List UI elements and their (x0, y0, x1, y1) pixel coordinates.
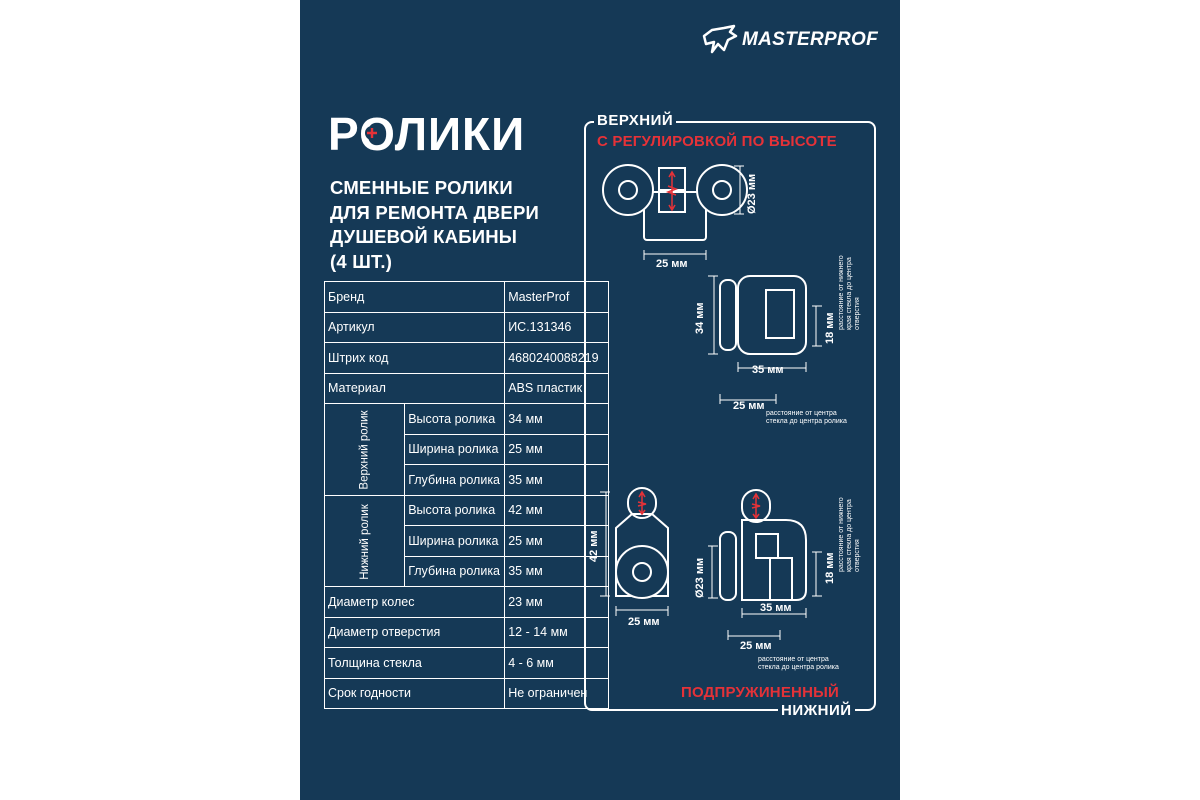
bottom-edge-note: расстояние от нижнего края стекла до цен… (838, 497, 861, 572)
table-row: Ширина ролика 25 мм (325, 525, 610, 557)
subtitle-line: ДУШЕВОЙ КАБИНЫ (330, 226, 518, 247)
top-depth-dim: 35 мм (752, 364, 784, 376)
spec-label: Глубина ролика (404, 555, 506, 587)
top-roller-label: ВЕРХНИЙ (594, 112, 677, 129)
bottom-roller-label: НИЖНИЙ (778, 702, 855, 719)
bottom-side-block (769, 557, 793, 601)
bottom-front-body (615, 513, 669, 597)
spec-value: ИС.131346 (504, 311, 610, 343)
spec-label: Диаметр отверстия (323, 616, 506, 648)
spec-label: Бренд (323, 281, 506, 313)
top-edge-note: расстояние от нижнего края стекла до цен… (838, 255, 861, 330)
subtitle: СМЕННЫЕ РОЛИКИ ДЛЯ РЕМОНТА ДВЕРИ ДУШЕВОЙ… (330, 176, 560, 274)
bottom-width-dim: 25 мм (628, 616, 660, 628)
table-row: Бренд MasterProf (323, 281, 610, 313)
top-front-hub-right (712, 180, 732, 200)
product-card: MASTERPROF РОЛИКИ СМЕННЫЕ РОЛИКИ ДЛЯ РЕМ… (300, 0, 900, 800)
top-front-body (643, 191, 707, 241)
spec-value: 35 мм (504, 555, 610, 587)
diagram-frame (584, 121, 876, 711)
bottom-depth-dim: 35 мм (760, 602, 792, 614)
top-front-hub-left (618, 180, 638, 200)
spec-label: Срок годности (323, 677, 506, 709)
spec-value: 4680240088219 (504, 342, 610, 374)
subtitle-line: ДЛЯ РЕМОНТА ДВЕРИ (330, 201, 539, 223)
spec-value: Не ограничен (504, 677, 610, 709)
top-glass-note: расстояние от центра стекла до центра ро… (766, 410, 847, 425)
bottom-height-dim: 42 мм (588, 530, 600, 562)
spec-value: 25 мм (504, 433, 610, 465)
spec-label: Материал (323, 372, 506, 404)
brand-logo-text: MASTERPROF (742, 29, 878, 50)
brand-logo: MASTERPROF (702, 20, 892, 64)
table-row: Срок годности Не ограничен (323, 677, 610, 709)
spec-value: 25 мм (504, 525, 610, 557)
table-row: Ширина ролика 25 мм (325, 433, 610, 465)
bottom-glass-dim: 25 мм (740, 640, 772, 652)
top-glass-dim: 25 мм (733, 400, 765, 412)
top-width-dim: 25 мм (656, 258, 688, 270)
top-side-slot (765, 289, 795, 339)
dimension-diagram: ВЕРХНИЙ С РЕГУЛИРОВКОЙ ПО ВЫСОТЕ (580, 100, 880, 720)
table-row: Артикул ИС.131346 (323, 311, 610, 343)
table-row: Материал ABS пластик (323, 372, 610, 404)
wolf-head-icon (702, 24, 738, 54)
bottom-side-wheel (719, 531, 737, 601)
table-row: Диаметр колес 23 мм (323, 586, 610, 618)
bottom-side-stem (741, 489, 771, 523)
bottom-front-wheel (615, 545, 669, 599)
table-row: Штрих код 4680240088219 (323, 342, 610, 374)
top-front-wheel-right (696, 164, 748, 216)
roller-drawings (600, 164, 822, 640)
plus-icon (365, 126, 379, 140)
top-front-wheel-left (602, 164, 654, 216)
bottom-side-slot (755, 533, 779, 559)
top-side-wheel (719, 279, 737, 351)
spec-label: Толщина стекла (323, 647, 506, 679)
bottom-diameter-dim: Ø23 мм (694, 557, 706, 598)
spec-value: 12 - 14 мм (504, 616, 610, 648)
top-offset-dim: 18 мм (824, 312, 836, 344)
spec-label: Диаметр колес (323, 586, 506, 618)
bottom-glass-note: расстояние от центра стекла до центра ро… (758, 656, 839, 671)
bottom-front-hub (632, 562, 652, 582)
group-label-bottom: Нижний ролик (323, 494, 406, 587)
table-row: Нижний ролик Высота ролика 42 мм (323, 494, 610, 587)
bottom-front-stem (627, 487, 657, 519)
spec-table: Бренд MasterProf Артикул ИС.131346 Штрих… (323, 281, 610, 709)
spec-value: 42 мм (504, 494, 610, 526)
spec-value: MasterProf (504, 281, 610, 313)
subtitle-line: (4 ШТ.) (330, 250, 393, 272)
top-height-dim: 34 мм (694, 302, 706, 334)
spec-label: Высота ролика (404, 494, 506, 526)
page-title: РОЛИКИ (328, 108, 526, 160)
top-side-body (737, 275, 807, 355)
spec-value: ABS пластик (504, 372, 610, 404)
spec-label: Глубина ролика (404, 464, 506, 496)
spec-label: Ширина ролика (404, 525, 506, 557)
table-row: Верхний ролик Высота ролика 34 мм (323, 403, 610, 496)
spec-label: Артикул (323, 311, 506, 343)
spec-value: 4 - 6 мм (504, 647, 610, 679)
bottom-offset-dim: 18 мм (824, 552, 836, 584)
table-row: Диаметр отверстия 12 - 14 мм (323, 616, 610, 648)
group-label-top: Верхний ролик (323, 403, 406, 496)
spec-label: Высота ролика (404, 403, 506, 435)
top-roller-sublabel: С РЕГУЛИРОВКОЙ ПО ВЫСОТЕ (594, 133, 840, 150)
table-row: Толщина стекла 4 - 6 мм (323, 647, 610, 679)
bottom-side-body (741, 519, 807, 601)
subtitle-line: СМЕННЫЕ РОЛИКИ (330, 177, 513, 198)
spec-label: Ширина ролика (404, 433, 506, 465)
top-diameter-dim: Ø23 мм (746, 173, 758, 214)
bottom-roller-sublabel: ПОДПРУЖИНЕННЫЙ (678, 684, 842, 701)
spec-label: Штрих код (323, 342, 506, 374)
